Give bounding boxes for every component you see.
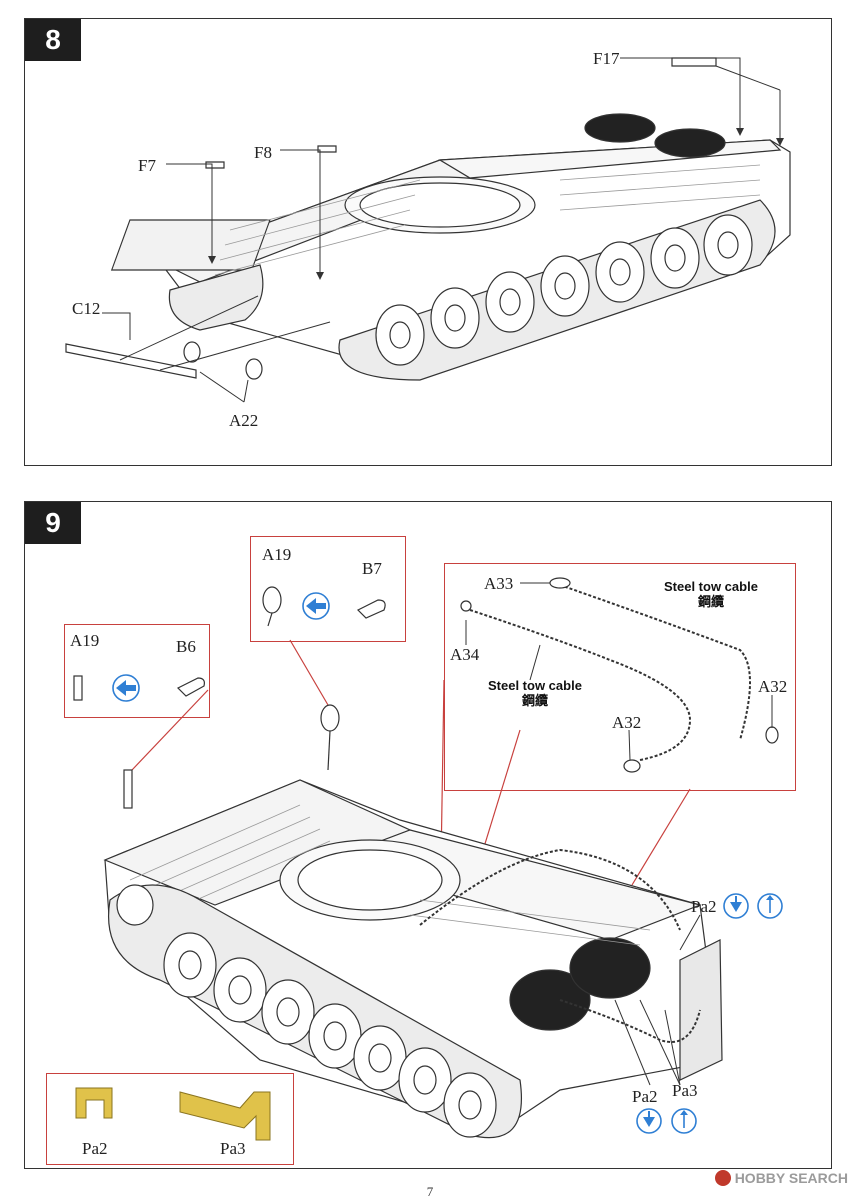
b7-parts [262, 586, 386, 627]
legend-label-pa2: Pa2 [82, 1139, 108, 1158]
leader-lines-step8 [102, 57, 781, 403]
legend-label-pa3: Pa3 [220, 1139, 246, 1158]
rotate-icon [757, 893, 783, 919]
cable-note-left: Steel tow cable 鋼纜 [488, 678, 582, 709]
arrowheads-step8 [208, 128, 784, 280]
cable-note-right-en: Steel tow cable [664, 579, 758, 594]
cable-note-right: Steel tow cable 鋼纜 [664, 579, 758, 610]
tow-cable-hull [419, 848, 701, 1043]
callout-box-b6 [64, 624, 210, 718]
part-pa3-illustration [179, 1091, 271, 1141]
label-pa2-top: Pa2 [691, 897, 717, 916]
label-a19-box-b7: A19 [262, 545, 292, 564]
rotate-icon [671, 1108, 697, 1134]
flip-arrow-icon [302, 592, 330, 620]
label-f7: F7 [138, 156, 156, 175]
label-f17: F17 [593, 49, 620, 68]
cable-box-parts [460, 577, 779, 773]
label-f8: F8 [254, 143, 272, 162]
cable-note-left-cn: 鋼纜 [521, 692, 548, 708]
deck-grid-lines [214, 164, 761, 276]
label-a33: A33 [484, 574, 514, 593]
label-pa2-bottom: Pa2 [632, 1087, 658, 1106]
bend-down-icon [636, 1108, 662, 1134]
b6-parts [73, 675, 205, 701]
step-number: 8 [25, 19, 81, 61]
label-a22: A22 [229, 411, 259, 430]
label-a19-box-b6: A19 [70, 631, 100, 650]
mirror-parts-hull [123, 704, 340, 809]
cable-note-right-cn: 鋼纜 [697, 593, 724, 609]
label-a34: A34 [450, 645, 480, 664]
label-a32-right: A32 [758, 677, 788, 696]
label-c12: C12 [72, 299, 101, 318]
label-b7: B7 [362, 559, 382, 578]
callout-box-b7 [250, 536, 406, 642]
cable-leader-lines [465, 582, 773, 761]
cable-note-left-en: Steel tow cable [488, 678, 582, 693]
part-a22-left [183, 341, 201, 363]
pa-leader-lines [614, 914, 701, 1086]
callout-box-cable [444, 563, 796, 791]
label-pa3: Pa3 [672, 1081, 698, 1100]
bend-down-icon [723, 893, 749, 919]
flip-arrow-icon [112, 674, 140, 702]
road-wheels-step8 [375, 214, 753, 366]
watermark-text: HOBBY SEARCH [734, 1170, 848, 1186]
road-wheels-step9 [116, 884, 497, 1138]
watermark-logo-icon [714, 1170, 731, 1186]
page-number: 7 [426, 1184, 434, 1199]
label-a32-left: A32 [612, 713, 642, 732]
part-a22-right [245, 358, 263, 380]
callout-leaders [131, 639, 691, 926]
legend-parts [75, 1087, 271, 1141]
watermark: HOBBY SEARCH [714, 1170, 848, 1186]
step-number: 9 [25, 502, 81, 544]
legend-box-pa-parts [46, 1073, 294, 1165]
part-pa2-illustration [75, 1087, 113, 1119]
label-b6: B6 [176, 637, 196, 656]
